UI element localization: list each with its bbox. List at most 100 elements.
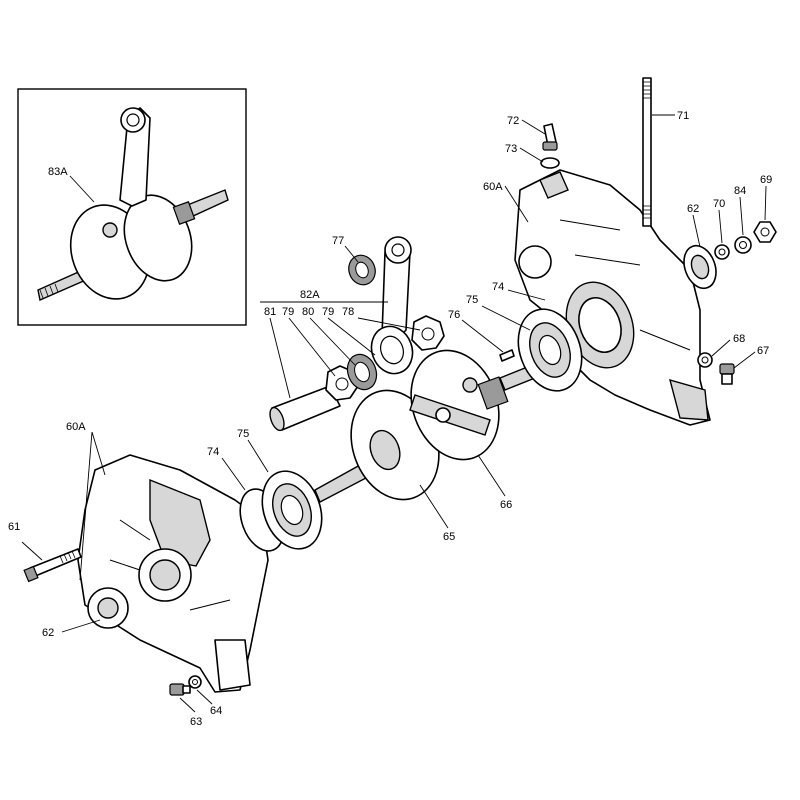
leader-70 (718, 209, 723, 244)
fitting-72 (542, 123, 558, 151)
label-83a: 83A (48, 166, 68, 178)
washer-84-hole (739, 241, 747, 249)
washer-68-hole (701, 356, 709, 364)
label-72: 72 (507, 115, 519, 127)
needle-bearing-77 (348, 254, 376, 286)
label-70: 70 (713, 198, 725, 210)
piston-pin-81 (269, 385, 341, 432)
label-68: 68 (733, 333, 745, 345)
label-79a: 79 (282, 306, 294, 318)
label-64: 64 (210, 705, 222, 717)
leader-78 (357, 317, 421, 331)
leader-lines (21, 114, 767, 713)
plug-67-head (719, 363, 735, 375)
right-case-boss (539, 171, 569, 199)
screw-63-shank (182, 685, 191, 694)
right-case-bore-inner (578, 297, 622, 353)
leader-79b (327, 317, 376, 356)
label-60a-right: 60A (483, 181, 503, 193)
label-79b: 79 (322, 306, 334, 318)
leader-60a-left (79, 431, 106, 581)
crank-half-66 (409, 349, 546, 461)
inset-bearing (172, 201, 196, 225)
inset-crankshaft-83a: 83A (17, 88, 247, 326)
leader-81 (269, 317, 291, 399)
label-77: 77 (332, 235, 344, 247)
washer-79-left-hole (335, 377, 349, 391)
leader-76 (461, 319, 504, 353)
needle-bearing-80 (346, 353, 378, 391)
washer-70-hole (718, 248, 726, 256)
left-case-foot (214, 639, 251, 691)
inset-frame (17, 88, 247, 326)
inset-conrod-pin-hole (126, 113, 140, 127)
pin-81-end (269, 406, 285, 432)
seal-62-right-inner (690, 254, 710, 280)
leader-74-left (221, 457, 246, 491)
bearing-75-right-bore (538, 334, 562, 366)
crank-66-pin-hole (435, 407, 451, 423)
seal-62-left-inner (97, 597, 119, 619)
right-case-ribs (559, 219, 691, 351)
crank-65-hub (369, 429, 401, 471)
left-case-bore-inner (149, 559, 181, 591)
leader-80 (309, 317, 356, 366)
fitting-72-body (542, 141, 558, 151)
leader-60a-right (504, 185, 529, 223)
label-61: 61 (8, 521, 20, 533)
conrod-78-big-bore (380, 335, 404, 365)
leader-77 (344, 245, 359, 263)
washer-73 (540, 157, 560, 169)
bearing-75-left-bore (280, 494, 304, 526)
label-84: 84 (734, 185, 746, 197)
left-case-ribs (109, 519, 231, 611)
screw-63 (169, 683, 191, 696)
bearing-80-bore (354, 361, 370, 383)
leader-79a (288, 317, 336, 377)
label-71: 71 (677, 110, 689, 122)
bolt-61-thread (59, 550, 76, 564)
leader-65 (419, 484, 449, 529)
stud-71-thread (643, 81, 651, 219)
crank-66-hole (462, 377, 478, 393)
leader-69 (764, 185, 767, 221)
leader-75-right (481, 305, 531, 331)
crank-66-gear (477, 376, 509, 410)
washer-64-hole (192, 679, 198, 685)
screw-63-head (169, 683, 185, 696)
label-60a-left: 60A (66, 421, 86, 433)
label-81: 81 (264, 306, 276, 318)
left-case-web (149, 478, 211, 567)
label-62-left: 62 (42, 627, 54, 639)
label-74-right: 74 (492, 281, 504, 293)
leader-74-right (507, 289, 546, 301)
stud-71-body (642, 77, 652, 227)
label-76: 76 (448, 309, 460, 321)
leader-73 (519, 147, 544, 163)
label-75-right: 75 (466, 294, 478, 306)
inset-flywheel-hole (102, 222, 118, 238)
label-78: 78 (342, 306, 354, 318)
seal-62-left (87, 587, 129, 629)
label-73: 73 (505, 143, 517, 155)
label-67: 67 (757, 345, 769, 357)
bolt-61-head (23, 565, 39, 583)
plug-67-shank (721, 373, 733, 385)
bolt-61 (23, 548, 82, 583)
label-66: 66 (500, 499, 512, 511)
key-76 (499, 349, 515, 362)
plug-67 (719, 363, 735, 385)
leader-75-left (247, 439, 269, 473)
inset-conrod (119, 107, 151, 207)
conrod-78-small-bore (391, 243, 405, 257)
leader-63 (179, 697, 196, 713)
label-75-left: 75 (237, 428, 249, 440)
stud-71 (642, 77, 652, 227)
bearing-77-bore (355, 261, 369, 279)
leader-72 (521, 119, 546, 135)
label-69: 69 (760, 174, 772, 186)
leader-64 (196, 689, 213, 705)
leader-67 (733, 351, 756, 369)
